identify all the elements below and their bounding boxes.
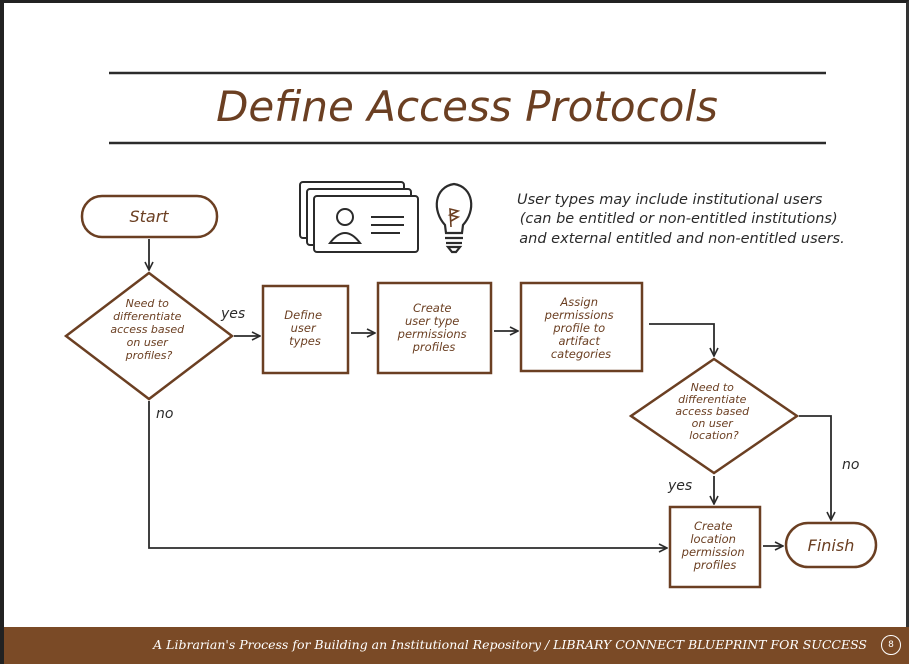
note-text: User types may include institutional use… — [517, 192, 845, 247]
arrow-decision1-no — [148, 401, 667, 548]
create-permissions-label: Create user type permissions profiles — [397, 301, 471, 354]
arrow-decision2-no — [799, 415, 831, 520]
arrow-step3-to-decision2 — [649, 323, 714, 356]
finish-label: Finish — [808, 536, 855, 555]
note-line-1: User types may include institutional use… — [517, 192, 823, 208]
footer-text: A Librarian's Process for Building an In… — [153, 637, 867, 652]
footer-bar: A Librarian's Process for Building an In… — [4, 627, 909, 664]
id-cards-icon — [299, 181, 419, 253]
decision-user-profiles-label: Need to differentiate access based on us… — [110, 297, 187, 362]
lightbulb-icon — [435, 182, 473, 254]
create-permissions-box — [376, 281, 493, 375]
start-terminal — [80, 194, 219, 239]
page-number: 8 — [881, 635, 901, 655]
decision-user-profiles — [63, 271, 235, 401]
assign-permissions-label: Assign permissions profile to artifact c… — [544, 295, 618, 361]
flowchart: Define Access Protocols User types may i… — [63, 71, 878, 589]
yes-label-2: yes — [667, 478, 692, 494]
define-user-types-label: Define user types — [284, 308, 325, 348]
decision-user-location — [628, 357, 800, 475]
create-location-box — [668, 505, 762, 589]
decision-user-location-label: Need to differentiate access based on us… — [675, 381, 752, 442]
finish-terminal — [784, 521, 878, 569]
define-user-types-box — [261, 284, 350, 375]
yes-label-1: yes — [220, 306, 245, 322]
no-label-1: no — [156, 406, 173, 422]
page-title: Define Access Protocols — [216, 82, 718, 131]
assign-permissions-box — [519, 281, 644, 373]
no-label-2: no — [842, 457, 859, 473]
start-label: Start — [129, 207, 169, 226]
create-location-label: Create location permission profiles — [681, 519, 749, 572]
note-line-2: (can be entitled or non-entitled institu… — [520, 211, 838, 227]
note-line-3: and external entitled and non-entitled u… — [519, 231, 844, 247]
